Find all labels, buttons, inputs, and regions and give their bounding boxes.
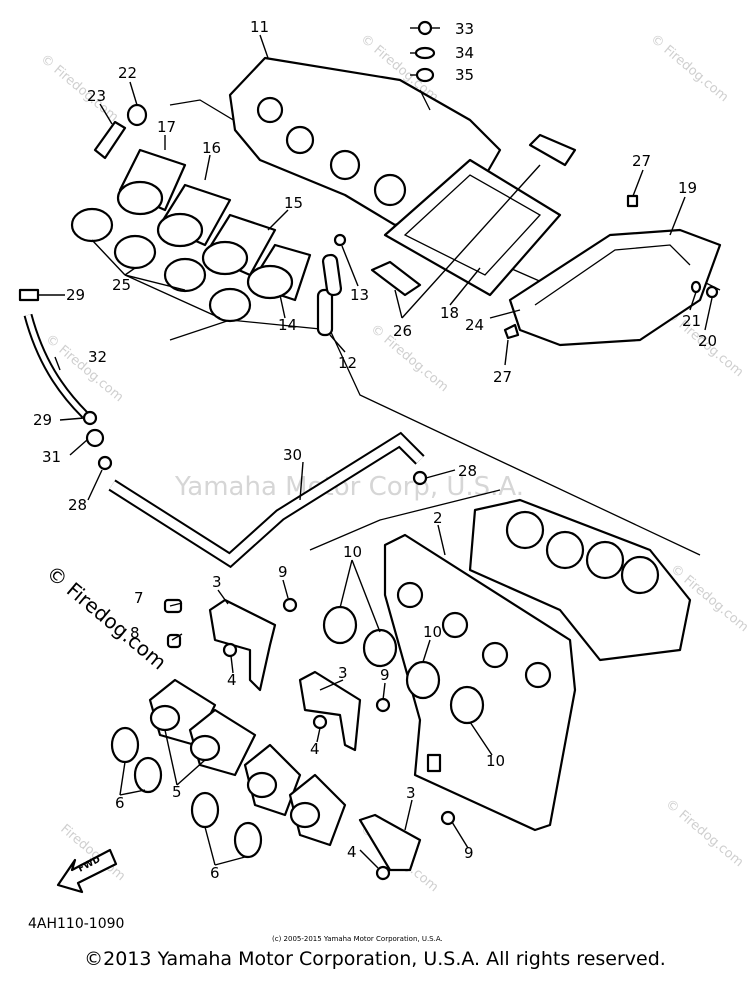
callout-5: 5 (172, 783, 182, 801)
screw-4 (375, 865, 391, 881)
o-rings-6 (110, 726, 263, 859)
clip-29 (82, 410, 98, 426)
callout-28-right: 28 (458, 462, 477, 480)
watermark-firedog: © Firedog.com (37, 52, 121, 126)
callout-23: 23 (87, 87, 106, 105)
callout-6-left: 6 (115, 794, 125, 812)
callout-30: 30 (283, 446, 302, 464)
cap-7 (163, 598, 183, 614)
bracket-3-bottom (358, 813, 422, 872)
callout-10-c: 10 (486, 752, 505, 770)
clip-27-top (626, 194, 639, 208)
callout-2: 2 (433, 509, 443, 527)
grommet-22 (126, 103, 148, 127)
bolt-9 (375, 697, 391, 713)
joint-31 (85, 428, 105, 448)
callout-4-middle: 4 (310, 740, 320, 758)
bracket-26 (370, 260, 422, 297)
joint-clamps (70, 207, 252, 323)
clamps-10 (322, 605, 485, 725)
bolt-20 (705, 285, 719, 299)
clip-29-top (18, 288, 40, 302)
callout-13: 13 (350, 286, 369, 304)
watermark-firedog: © Firedog.com (647, 32, 731, 106)
callout-24: 24 (465, 316, 484, 334)
small-copyright: (c) 2005-2015 Yamaha Motor Corporation, … (272, 935, 443, 943)
washer-21 (690, 280, 702, 294)
hose-12 (316, 288, 334, 337)
callout-11: 11 (250, 18, 269, 36)
screw-4 (222, 642, 238, 658)
callout-29-top: 29 (66, 286, 85, 304)
diagram-code: 4AH110-1090 (28, 916, 124, 932)
carburetor-assembly (468, 498, 692, 662)
callout-27-top: 27 (632, 152, 651, 170)
callout-15: 15 (284, 194, 303, 212)
watermark-firedog: © Firedog.com (42, 332, 126, 406)
callout-9-middle: 9 (380, 666, 390, 684)
screw-stack-33-35 (414, 20, 440, 83)
carburetor-joint-plate (383, 533, 577, 832)
callout-19: 19 (678, 179, 697, 197)
intake-joints (116, 148, 312, 302)
callout-32: 32 (88, 348, 107, 366)
callout-7: 7 (134, 589, 144, 607)
callout-35: 35 (455, 66, 474, 84)
callout-9-top: 9 (278, 563, 288, 581)
callout-18: 18 (440, 304, 459, 322)
callout-10-b: 10 (423, 623, 442, 641)
callout-27-bottom: 27 (493, 368, 512, 386)
bolt-9 (282, 597, 298, 613)
callout-12: 12 (338, 354, 357, 372)
assembly-outline (309, 489, 501, 551)
watermark-firedog: © Firedog.com (662, 797, 746, 871)
callout-4-top: 4 (227, 671, 237, 689)
callout-17: 17 (157, 118, 176, 136)
callout-33: 33 (455, 20, 474, 38)
air-filter-element (383, 133, 577, 297)
fitting-8 (166, 633, 182, 649)
callout-8: 8 (130, 624, 140, 642)
clip-27-bottom (503, 323, 520, 340)
callout-9-bottom: 9 (464, 844, 474, 862)
callout-14: 14 (278, 316, 297, 334)
callout-10-a: 10 (343, 543, 362, 561)
bracket-3-middle (298, 670, 362, 752)
callout-26: 26 (393, 322, 412, 340)
callout-3-top: 3 (212, 573, 222, 591)
callout-21: 21 (682, 312, 701, 330)
bracket-3-top (208, 598, 277, 692)
callout-3-bottom: 3 (406, 784, 416, 802)
clip-28-left (97, 455, 113, 471)
callout-31: 31 (42, 448, 61, 466)
bolt-9 (440, 810, 456, 826)
clip-28-right (412, 470, 428, 486)
clip-13 (333, 233, 347, 247)
callout-labels: 11 33 34 35 22 23 17 16 15 14 13 12 25 2… (33, 18, 717, 882)
hose-23 (93, 120, 127, 160)
air-cleaner-case-lower (508, 228, 722, 347)
callout-3-middle: 3 (338, 664, 348, 682)
callout-6-right: 6 (210, 864, 220, 882)
callout-4-bottom: 4 (347, 843, 357, 861)
callout-16: 16 (202, 139, 221, 157)
callout-28-left: 28 (68, 496, 87, 514)
watermark-firedog-large: © Firedog.com (42, 560, 171, 674)
callout-22: 22 (118, 64, 137, 82)
hose-12-upper (321, 253, 343, 297)
intake-manifolds (148, 678, 347, 847)
callout-29-bottom: 29 (33, 411, 52, 429)
callout-20: 20 (698, 332, 717, 350)
copyright-footer: ©2013 Yamaha Motor Corporation, U.S.A. A… (84, 948, 666, 970)
callout-34: 34 (455, 44, 474, 62)
leader-lines (38, 27, 713, 869)
screw-4 (312, 714, 328, 730)
callout-25: 25 (112, 276, 131, 294)
